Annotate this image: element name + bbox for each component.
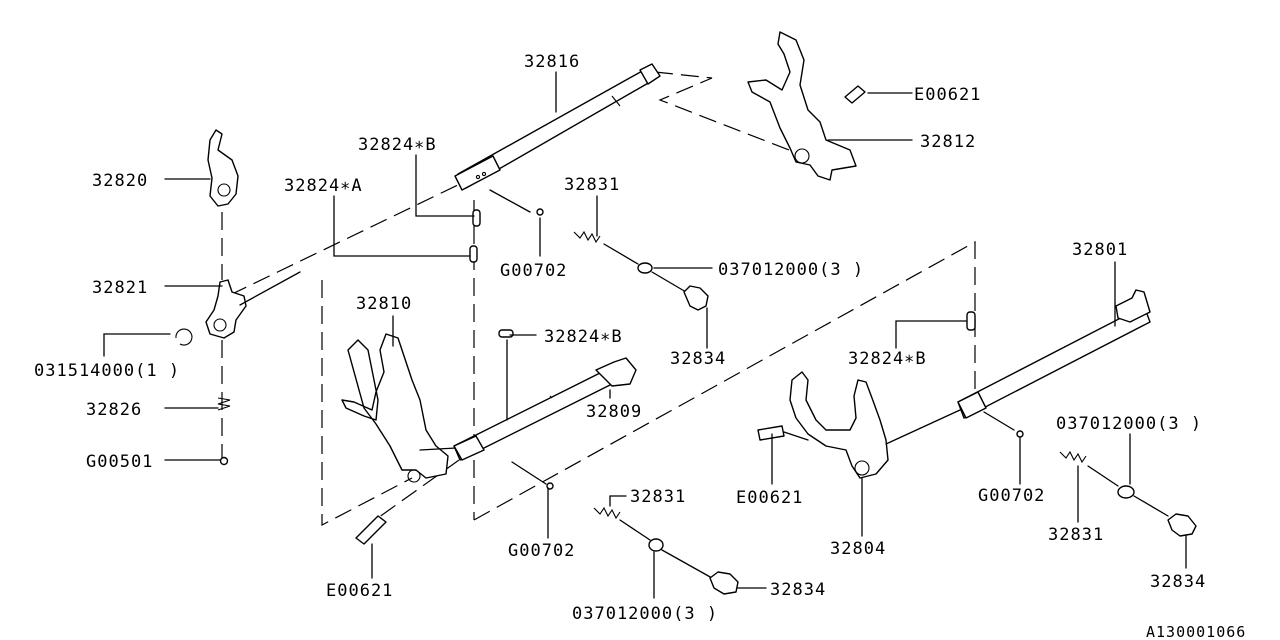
label-031514000: 031514000(1 ) — [34, 361, 180, 381]
pin-32824b-mid — [498, 329, 514, 338]
pin-32824a — [469, 245, 478, 263]
label-32820: 32820 — [92, 171, 148, 191]
label-g00702-top: G00702 — [500, 261, 567, 281]
shift-rod-32801 — [957, 289, 1151, 419]
label-32834-right: 32834 — [1150, 572, 1206, 592]
ball-g00501 — [219, 456, 229, 466]
label-32812: 32812 — [920, 132, 976, 152]
detent-set-top — [489, 189, 709, 311]
label-037012000-bottom: 037012000(3 ) — [572, 604, 718, 624]
label-32816: 32816 — [524, 52, 580, 72]
interlock-arm-32820 — [207, 129, 239, 207]
label-32831-top: 32831 — [564, 175, 620, 195]
label-g00501: G00501 — [86, 452, 153, 472]
detent-set-bottom — [511, 461, 739, 595]
label-32824a: 32824∗A — [284, 176, 363, 196]
label-32834-bottom: 32834 — [770, 580, 826, 600]
detent-set-right — [983, 411, 1197, 537]
label-32831-bottom: 32831 — [630, 487, 686, 507]
leader-lines — [103, 71, 1187, 599]
spring-32826 — [217, 397, 231, 411]
label-037012000-right: 037012000(3 ) — [1056, 414, 1202, 434]
label-32824b-mid: 32824∗B — [544, 327, 623, 347]
label-32831-right: 32831 — [1048, 525, 1104, 545]
label-32824b-right: 32824∗B — [848, 349, 927, 369]
snap-ring-031514000 — [175, 328, 193, 346]
label-32804: 32804 — [830, 539, 886, 559]
label-32809: 32809 — [586, 402, 642, 422]
pin-32824b-right — [966, 311, 976, 331]
label-32810: 32810 — [356, 294, 412, 314]
shift-fork-32812 — [747, 31, 866, 181]
label-32824b-top: 32824∗B — [358, 135, 437, 155]
interlock-32821 — [205, 271, 301, 339]
pin-e00621-bottom — [355, 515, 387, 545]
shift-rod-32816 — [454, 63, 661, 191]
label-32826: 32826 — [86, 400, 142, 420]
label-e00621-bottom: E00621 — [326, 581, 393, 601]
label-32821: 32821 — [92, 278, 148, 298]
label-e00621-right: E00621 — [736, 488, 803, 508]
label-037012000-top: 037012000(3 ) — [718, 260, 864, 280]
label-32801: 32801 — [1072, 240, 1128, 260]
shift-fork-32810 — [341, 333, 457, 483]
label-32834-top: 32834 — [670, 349, 726, 369]
shift-rod-32809 — [453, 357, 637, 461]
figure-number: A130001066 — [1146, 623, 1246, 640]
part-labels: 32816 E00621 32812 32824∗B 32820 32824∗A… — [34, 52, 1246, 640]
label-e00621-top: E00621 — [914, 85, 981, 105]
shift-fork-32804 — [789, 371, 961, 479]
pin-e00621-right — [757, 425, 809, 441]
pin-32824b-top — [472, 209, 481, 227]
label-g00702-right: G00702 — [978, 486, 1045, 506]
label-g00702-bottom: G00702 — [508, 541, 575, 561]
